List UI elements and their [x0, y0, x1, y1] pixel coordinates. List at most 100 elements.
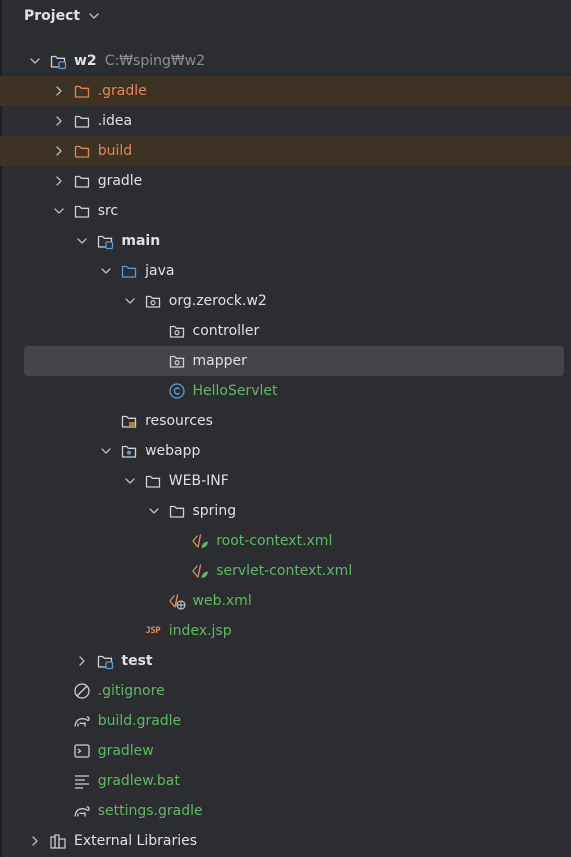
- source-set-folder-icon: [96, 652, 114, 670]
- chevron-down-icon[interactable]: [99, 444, 113, 458]
- tree-node-web-xml[interactable]: web.xml: [0, 586, 571, 616]
- chevron-right-icon[interactable]: [52, 144, 66, 158]
- terminal-icon: [73, 742, 91, 760]
- chevron-down-icon[interactable]: [147, 504, 161, 518]
- tree-node-web-inf[interactable]: WEB-INF: [0, 466, 571, 496]
- tree-node-helloservlet[interactable]: HelloServlet: [0, 376, 571, 406]
- source-root-folder-icon: [120, 262, 138, 280]
- tree-node-label: root-context.xml: [216, 533, 333, 549]
- chevron-down-icon[interactable]: [28, 54, 42, 68]
- tree-node-label: build.gradle: [97, 713, 182, 729]
- window-edge: [0, 0, 2, 857]
- web-folder-icon: [120, 442, 138, 460]
- tree-node-label: gradlew.bat: [97, 773, 180, 789]
- tree-node-gradle[interactable]: gradle: [0, 166, 571, 196]
- tree-node-label: External Libraries: [74, 833, 197, 849]
- chevron-right-icon[interactable]: [52, 84, 66, 98]
- tree-node-label: java: [145, 263, 175, 279]
- tree-node-mapper[interactable]: mapper: [0, 346, 571, 376]
- gitignore-icon: [73, 682, 91, 700]
- tree-node-label: build: [97, 143, 133, 159]
- chevron-right-icon[interactable]: [52, 114, 66, 128]
- tree-node-label: spring: [192, 503, 237, 519]
- package-icon: [168, 352, 186, 370]
- package-icon: [168, 322, 186, 340]
- tree-node-label: HelloServlet: [192, 383, 278, 399]
- jsp-icon: JSP: [145, 626, 161, 636]
- tree-node-label: servlet-context.xml: [216, 563, 353, 579]
- chevron-down-icon[interactable]: [52, 204, 66, 218]
- folder-icon: [168, 502, 186, 520]
- tree-node-label: web.xml: [192, 593, 252, 609]
- tree-node-settings-gradle[interactable]: settings.gradle: [0, 796, 571, 826]
- tree-node-org-zerock-w2[interactable]: org.zerock.w2: [0, 286, 571, 316]
- tree-node-test[interactable]: test: [0, 646, 571, 676]
- tree-node-build[interactable]: build: [0, 136, 571, 166]
- tree-node-label: org.zerock.w2: [168, 293, 267, 309]
- folder-icon: [73, 202, 91, 220]
- tree-node-label: index.jsp: [168, 623, 232, 639]
- project-tool-window-header: Project: [0, 0, 571, 32]
- tree-node-build-gradle[interactable]: build.gradle: [0, 706, 571, 736]
- source-set-folder-icon: [96, 232, 114, 250]
- tree-node-label: controller: [192, 323, 260, 339]
- tree-node-gradle[interactable]: .gradle: [0, 76, 571, 106]
- gradle-icon: [73, 712, 91, 730]
- tree-node-java[interactable]: java: [0, 256, 571, 286]
- tree-node-label: webapp: [145, 443, 201, 459]
- gradle-icon: [73, 802, 91, 820]
- tree-node-label: .gradle: [97, 83, 147, 99]
- tree-node-gradlew-bat[interactable]: gradlew.bat: [0, 766, 571, 796]
- tree-node-servlet-context-xml[interactable]: servlet-context.xml: [0, 556, 571, 586]
- chevron-right-icon[interactable]: [52, 174, 66, 188]
- tree-node-external-libraries[interactable]: External Libraries: [0, 826, 571, 856]
- tree-node-root-context-xml[interactable]: root-context.xml: [0, 526, 571, 556]
- tree-node-src[interactable]: src: [0, 196, 571, 226]
- tree-node-main[interactable]: main: [0, 226, 571, 256]
- tree-node-label: gradlew: [97, 743, 154, 759]
- chevron-down-icon[interactable]: [123, 294, 137, 308]
- tree-node-label: .idea: [97, 113, 133, 129]
- tree-node-resources[interactable]: resources: [0, 406, 571, 436]
- tree-node-label: resources: [145, 413, 213, 429]
- tree-node-gradlew[interactable]: gradlew: [0, 736, 571, 766]
- tree-node-label: WEB-INF: [168, 473, 229, 489]
- tree-node-idea[interactable]: .idea: [0, 106, 571, 136]
- tree-node-webapp[interactable]: webapp: [0, 436, 571, 466]
- project-view-title[interactable]: Project: [24, 8, 81, 24]
- resources-folder-icon: [120, 412, 138, 430]
- tree-node-label: test: [121, 653, 153, 669]
- folder-icon: [73, 172, 91, 190]
- tree-node-label: src: [97, 203, 119, 219]
- tree-node-gitignore[interactable]: .gitignore: [0, 676, 571, 706]
- chevron-down-icon[interactable]: [99, 264, 113, 278]
- tree-node-label: settings.gradle: [97, 803, 203, 819]
- spring-xml-icon: [191, 562, 209, 580]
- text-file-icon: [73, 772, 91, 790]
- chevron-right-icon[interactable]: [28, 834, 42, 848]
- tree-node-label: main: [121, 233, 161, 249]
- tree-node-label: mapper: [192, 353, 247, 369]
- package-icon: [144, 292, 162, 310]
- folder-icon: [73, 112, 91, 130]
- tree-node-label: gradle: [97, 173, 143, 189]
- folder-excluded-icon: [73, 82, 91, 100]
- module-path-hint: C:₩sping₩w2: [104, 53, 206, 69]
- folder-excluded-icon: [73, 142, 91, 160]
- tree-node-spring[interactable]: spring: [0, 496, 571, 526]
- folder-icon: [144, 472, 162, 490]
- java-class-icon: [168, 382, 186, 400]
- tree-node-index-jsp[interactable]: JSP index.jsp: [0, 616, 571, 646]
- web-xml-icon: [168, 592, 186, 610]
- tree-node-label: .gitignore: [97, 683, 165, 699]
- chevron-down-icon[interactable]: [75, 234, 89, 248]
- libraries-icon: [49, 832, 67, 850]
- chevron-down-icon[interactable]: [86, 8, 102, 24]
- module-folder-icon: [49, 52, 67, 70]
- chevron-right-icon[interactable]: [75, 654, 89, 668]
- tree-node-controller[interactable]: controller: [0, 316, 571, 346]
- chevron-down-icon[interactable]: [123, 474, 137, 488]
